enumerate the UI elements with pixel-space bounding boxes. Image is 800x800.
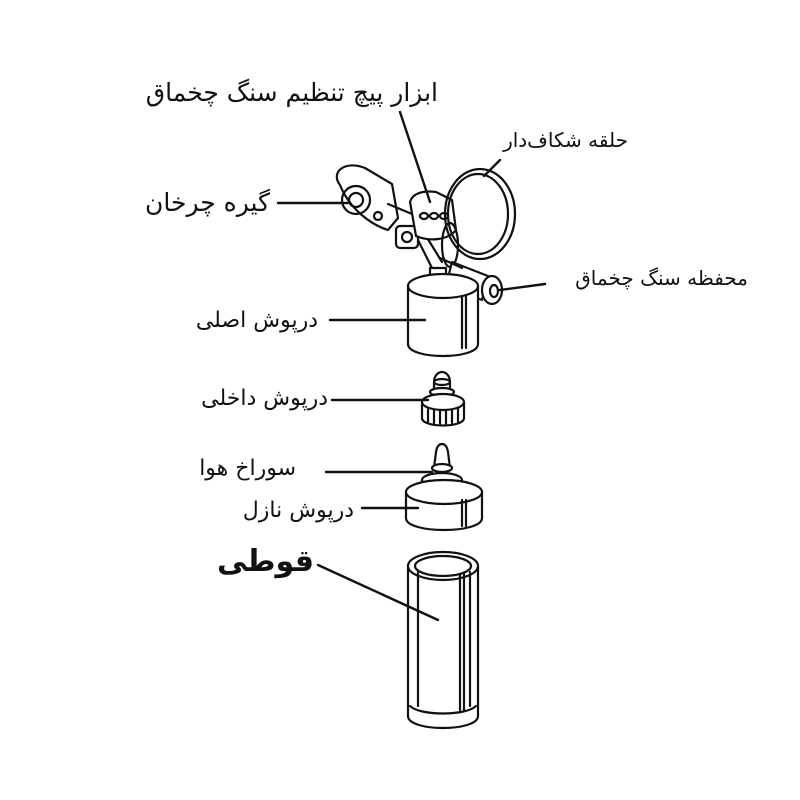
label-flint-holder: محفظه سنگ چخماق <box>575 266 748 290</box>
body-part <box>406 550 480 730</box>
leader-body <box>316 563 440 622</box>
label-body: قوطی <box>216 544 314 579</box>
label-air-hole: سوراخ هوا <box>199 456 296 481</box>
main-cap-part <box>406 266 480 358</box>
inner-cap-part <box>420 370 466 427</box>
label-split-ring: حلقه شکاف‌دار <box>503 128 628 152</box>
leader-adjust-screw-tool <box>398 110 432 204</box>
label-main-cap: درپوش اصلی <box>195 308 318 333</box>
label-nozzle-cap: درپوش نازل <box>242 498 354 523</box>
label-inner-cap: درپوش داخلی <box>201 386 328 411</box>
nozzle-cap-part <box>404 442 484 532</box>
leader-split-ring <box>482 158 502 178</box>
label-adjust-screw-tool: ابزار پیچ تنظیم سنگ چخماق <box>145 78 438 107</box>
leader-lines <box>276 110 547 622</box>
leader-flint-holder <box>498 282 547 292</box>
label-swivel-clip: گیره چرخان <box>145 188 270 217</box>
